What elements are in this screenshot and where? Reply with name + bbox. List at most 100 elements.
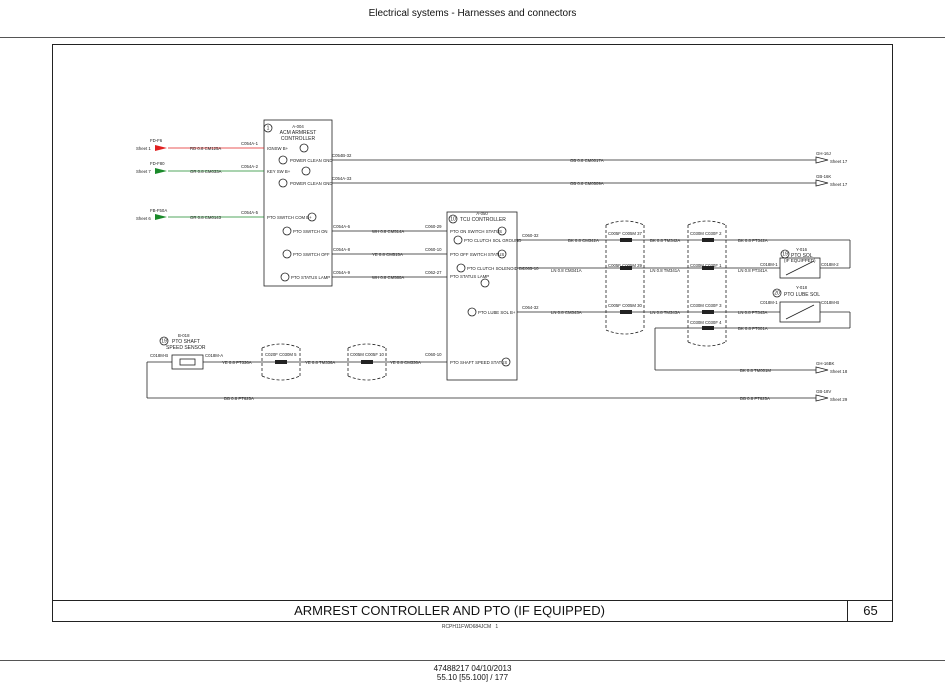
right-ref-1-sheet: Sheet 17 (830, 159, 848, 164)
lube-sol-name1: PTO LUBE SOL (784, 292, 820, 298)
right-ref-4-id: GB-18V (816, 389, 831, 394)
diagram-frame (52, 44, 893, 622)
right-ref-4-wire: DB 0.8 PT625A (740, 396, 770, 401)
armrest-pin-8: PTO STATUS LAMP (291, 275, 330, 280)
wire-sol-label2: LN 0.8 TM341A (650, 268, 680, 273)
right-ref-1-id: GH-16J (816, 151, 831, 156)
conn-c2-bot: C030M C030F 4 (690, 320, 722, 325)
right-ref-2-conn: C054A-33 (332, 176, 352, 181)
right-ref-3-id: GH-16BK (816, 361, 835, 366)
tcu-pin-4: PTO CLUTCH SOLENOID B+ (467, 266, 525, 271)
armrest-pin-2: POWER CLEAN GND (290, 158, 333, 163)
sensor-conn-b: C018M-A (205, 353, 223, 358)
doc-reference: RCPH11FWD684JCM 1 (441, 624, 499, 630)
wire-sol-conn: C065-10 (522, 266, 539, 271)
armrest-name2: CONTROLLER (281, 136, 316, 142)
sensor-name2: SPEED SENSOR (166, 345, 206, 351)
right-ref-1-wire: OB 0.8 CM0017A (570, 158, 604, 163)
right-ref-2-id: GB-16K (816, 174, 831, 179)
armrest-name1: ACM ARMREST (280, 130, 317, 136)
tcu-pin-3: PTO OFF SWITCH STATUS (450, 252, 504, 257)
right-ref-3-wire: BK 0.8 TM001M (740, 368, 771, 373)
wire-lamp-label: WH 0.8 CM580A (372, 275, 404, 280)
title-separator (52, 600, 893, 601)
wire-sw-on-label: WH 0.8 CM514A (372, 229, 404, 234)
left-ref-2-conn: C054A-2 (241, 164, 259, 169)
tcu-pin-7: PTO SHAFT SPEED STATUS (450, 360, 507, 365)
diagram-title: ARMREST CONTROLLER AND PTO (IF EQUIPPED) (294, 603, 605, 618)
sensor-id: B-018 (178, 333, 190, 338)
wire-lamp-conn-a: C054A-9 (333, 270, 351, 275)
lube-sol-conn-a: C018M-1 (760, 300, 778, 305)
tcu-name: TCU CONTROLLER (460, 217, 506, 223)
armrest-pin-4: POWER CLEAN GND (290, 181, 333, 186)
right-ref-2-wire: OB 0.8 CM0509A (570, 181, 604, 186)
footer-rule (0, 660, 945, 661)
wire-sw-on-conn-a: C054A-6 (333, 224, 351, 229)
wire-speed-conn-b: C060-10 (425, 352, 442, 357)
pto-sol-name2: (IF EQUIPPED) (784, 258, 816, 263)
left-ref-3-id: FB-F50A (150, 208, 167, 213)
lube-sol-num: 20 (774, 291, 780, 297)
armrest-pin-5: PTO SWITCH COM B+ (267, 215, 312, 220)
lube-sol-id: Y-018 (796, 285, 808, 290)
speed-gnd-wire-left: DB 0.8 PT625A (224, 396, 254, 401)
tcu-pin-5: PTO STATUS LAMP (450, 274, 489, 279)
wire-gnd-label3: BK 0.8 PT342A (738, 238, 768, 243)
left-ref-3-conn: C054A-5 (241, 210, 259, 215)
armrest-controller-box (263, 119, 333, 287)
speed-sensor-box (171, 354, 204, 370)
page-number-separator (847, 600, 848, 622)
tcu-pin-1: PTO ON SWITCH STATUS (450, 229, 502, 234)
armrest-num: 1 (267, 126, 270, 132)
left-ref-1-conn: C054A-1 (241, 141, 259, 146)
page-header-title: Electrical systems - Harnesses and conne… (368, 8, 577, 19)
sensor-num: 19 (161, 339, 167, 345)
wire-lube-conn: C064-32 (522, 305, 539, 310)
right-ref-1-conn: C054B-32 (332, 153, 352, 158)
conn-c2-top: C030M C030F 2 (690, 231, 722, 236)
pto-sol-conn-a: C018M-1 (760, 262, 778, 267)
wire-lube-label3: LN 0.8 PT343A (738, 310, 768, 315)
right-ref-2-sheet: Sheet 17 (830, 182, 848, 187)
footer-doc-number: 47488217 04/10/2013 (433, 664, 512, 673)
wire-sw-on-conn-b: C060-29 (425, 224, 442, 229)
armrest-pin-1: IGNSW B+ (267, 146, 289, 151)
sensor-name1: PTO SHAFT (172, 339, 200, 345)
left-ref-2-sheet: Sheet 7 (136, 169, 151, 174)
wire-gnd-conn: C060-32 (522, 233, 539, 238)
wire-lube-label2: LN 0.8 TM343A (650, 310, 680, 315)
wire-sw-off-conn-b: C060-10 (425, 247, 442, 252)
conn-s1: C020F C030M 5 (265, 352, 297, 357)
left-ref-1-sheet: Sheet 1 (136, 146, 151, 151)
wire-lamp-conn-b: C062-27 (425, 270, 442, 275)
left-ref-2-wire: OR 0.8 CM033A (190, 169, 222, 174)
conn-c1-low: C005F C005M 30 (608, 303, 643, 308)
pto-sol-box (779, 257, 821, 279)
connector-c005-housing (605, 220, 645, 335)
right-ref-3-sheet: Sheet 18 (830, 369, 848, 374)
wire-sol-label1: LN 0.8 CM341A (551, 268, 582, 273)
conn-c1-mid: C005F C005M 29 (608, 263, 643, 268)
armrest-id: A-004 (292, 124, 304, 129)
lube-sol-conn-b: C018M-B (821, 300, 839, 305)
diagram-page-number: 65 (863, 603, 878, 618)
tcu-id: A-050 (476, 211, 488, 216)
left-ref-1-id: FD-F6 (150, 138, 163, 143)
header-rule (0, 37, 945, 38)
conn-c1-top: C005F C005M 37 (608, 231, 643, 236)
wire-speed-label2: YE 0.8 TM336A (305, 360, 335, 365)
left-ref-3-wire: OR 0.8 CM0143 (190, 215, 222, 220)
footer-section: 55.10 [55.100] / 177 (436, 673, 509, 682)
wire-sw-off-conn-a: C054A-8 (333, 247, 351, 252)
sensor-conn-a: C018M-B (150, 353, 168, 358)
tcu-pin-6: PTO LUBE SOL B+ (478, 310, 516, 315)
lube-sol-box (779, 301, 821, 323)
armrest-pin-7: PTO SWITCH OFF (293, 252, 330, 257)
conn-s2: C005M C005F 10 (350, 352, 385, 357)
pto-sol-name1: PTO SOL (791, 253, 813, 259)
tcu-pin-2: PTO CLUTCH SOL GROUND (464, 238, 521, 243)
wire-lube-label1: LN 0.8 CM343A (551, 310, 582, 315)
left-ref-3-sheet: Sheet 6 (136, 216, 151, 221)
